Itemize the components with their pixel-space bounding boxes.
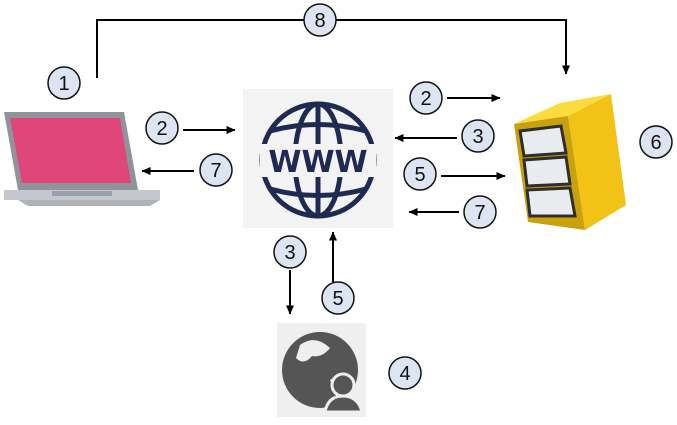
step-badge-4: 4 (388, 356, 422, 390)
step-label: 7 (210, 160, 221, 182)
step-badge-2-left: 2 (145, 111, 179, 145)
step-label: 2 (420, 88, 431, 110)
step-badge-3-bottom: 3 (273, 235, 307, 269)
globe-user-icon (277, 323, 366, 417)
step-badge-1: 1 (47, 66, 81, 100)
step-badge-7-right: 7 (463, 195, 497, 229)
step-label: 4 (399, 363, 410, 385)
step-label: 3 (284, 242, 295, 264)
step-badge-5-bottom: 5 (321, 281, 355, 315)
step-badge-7-left: 7 (199, 153, 233, 187)
step-badge-3-right: 3 (461, 119, 495, 153)
step-label: 2 (156, 118, 167, 140)
server-icon (514, 94, 626, 230)
step-badge-2-right: 2 (409, 81, 443, 115)
step-label: 6 (650, 132, 661, 154)
step-label: 5 (332, 288, 343, 310)
step-badge-5-right: 5 (403, 157, 437, 191)
laptop-icon (4, 112, 160, 206)
step-label: 1 (58, 73, 69, 95)
step-label: 5 (414, 164, 425, 186)
step-label: 8 (314, 10, 325, 32)
step-badge-8: 8 (303, 3, 337, 37)
step-label: 3 (472, 126, 483, 148)
www-label: WWW (268, 145, 367, 180)
step-badge-6: 6 (639, 125, 673, 159)
step-label: 7 (474, 202, 485, 224)
www-globe-icon: WWW (243, 89, 393, 228)
